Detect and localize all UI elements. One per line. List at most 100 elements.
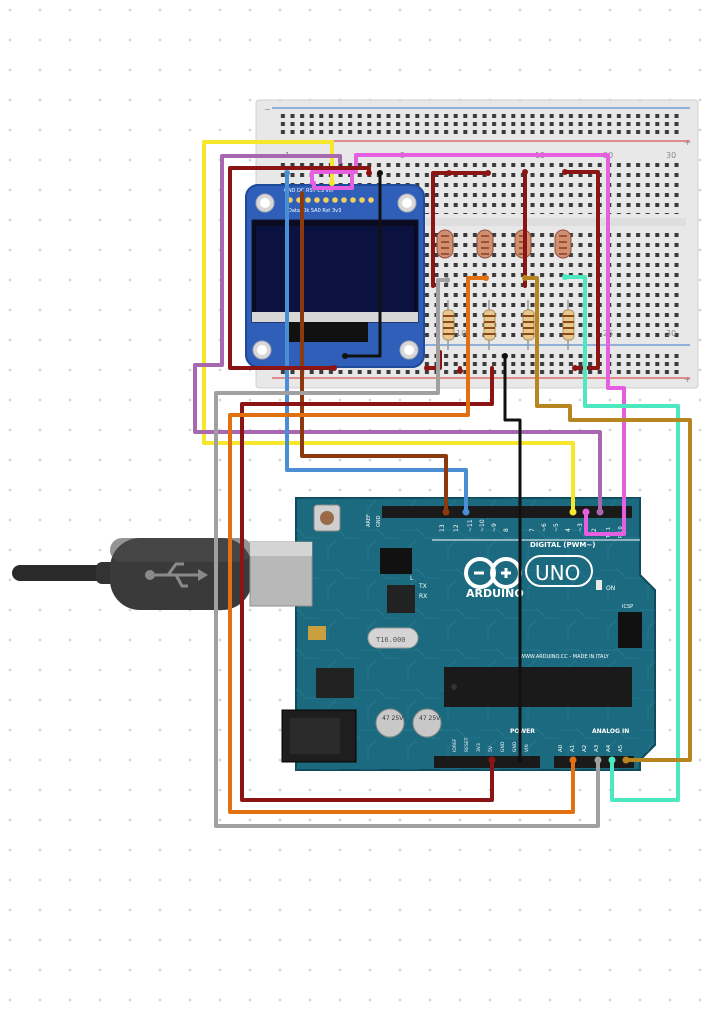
- wire-end: [331, 365, 337, 371]
- header-pin: [350, 197, 356, 203]
- wire-end: [377, 170, 383, 176]
- pin-label: 3V3: [476, 743, 482, 752]
- wire-magenta: [310, 153, 626, 536]
- wire-end: [488, 756, 496, 764]
- pin-label: GND: [500, 741, 506, 752]
- resistor-body: [562, 309, 575, 341]
- wire-end: [284, 170, 290, 176]
- rail-minus-top: −: [264, 105, 271, 114]
- rail-plus-top: +: [684, 138, 691, 147]
- wire-end: [596, 508, 604, 516]
- wire-endpoints: [284, 169, 630, 764]
- wire-end: [342, 353, 348, 359]
- oled-display-module[interactable]: GND DC RST CS Vin Data Clk SA0 Rst 3v3: [245, 184, 425, 368]
- wire-gray: [214, 278, 600, 828]
- reset-button-cap: [320, 511, 334, 525]
- digital-header: [382, 506, 632, 518]
- header-pin: [359, 197, 365, 203]
- wire-end: [517, 757, 523, 763]
- col-num: 30: [666, 329, 676, 338]
- pin-label: 8: [503, 528, 510, 532]
- wire-end: [457, 368, 463, 374]
- wire-end: [485, 170, 491, 176]
- analog-header: [554, 756, 634, 768]
- l-label: L: [410, 575, 414, 582]
- wire-black-gnd: [503, 354, 522, 762]
- resistor-bands: [443, 315, 454, 335]
- wire-end: [462, 508, 470, 516]
- wires: [193, 140, 692, 828]
- resistor: [483, 300, 496, 350]
- logo-plus: [501, 568, 511, 578]
- crystal-label: T16.000: [376, 636, 406, 644]
- mount-hole-center: [402, 198, 412, 208]
- wire-end: [444, 277, 450, 283]
- pin-label: 2: [591, 528, 598, 532]
- power-label: POWER: [510, 728, 535, 735]
- arduino-logo: [464, 557, 522, 589]
- header-pin: [368, 197, 374, 203]
- photoresistor: [436, 229, 454, 259]
- resistor: [562, 300, 575, 350]
- pin-label: A1: [570, 745, 576, 752]
- wire-darkred-oled: [228, 166, 371, 370]
- wire-end: [569, 756, 577, 764]
- resistor-bands: [523, 315, 534, 335]
- pin-label: ~6: [541, 523, 548, 532]
- capacitor: 47 25V: [412, 708, 442, 738]
- capacitor-label: 47 25V: [419, 715, 441, 722]
- wire-end: [572, 365, 578, 371]
- pin-label: A4: [606, 744, 612, 752]
- oled-pin-labels: GND DC RST CS Vin: [284, 188, 333, 194]
- wire-yellow: [202, 140, 575, 514]
- power-pin-labels: IOREF RESET 3V3 5V GND GND VIN: [452, 737, 530, 752]
- wire-teal: [563, 275, 680, 802]
- usb-icon-branch: [174, 574, 188, 588]
- ldr-pattern: [559, 235, 567, 255]
- capacitor-body: [412, 708, 442, 738]
- arduino-uno-board[interactable]: AREF GND 13 12 ~11 ~10 ~9 8 7 ~6 ~5 4 ~3…: [281, 497, 656, 771]
- resistor-bands: [484, 315, 495, 335]
- icsp-label: ICSP: [622, 604, 633, 610]
- usb-cable-cord: [12, 565, 104, 581]
- col-num: 30: [666, 151, 676, 160]
- capacitor: 47 25V: [375, 708, 405, 738]
- header-pin: [332, 197, 338, 203]
- wire-end: [424, 365, 430, 371]
- usb-connector-shine: [250, 542, 312, 556]
- oled-screen-active: [256, 226, 414, 312]
- wire-brown: [300, 191, 448, 514]
- capacitor-label: 47 25V: [382, 715, 404, 722]
- gnd-label: GND: [376, 515, 382, 527]
- website-label: WWW.ARDUINO.CC - MADE IN ITALY: [520, 654, 610, 660]
- pin-label: ~9: [491, 523, 498, 532]
- header-pin: [341, 197, 347, 203]
- pin-label: VIN: [524, 744, 530, 752]
- pin-label: A5: [618, 744, 624, 752]
- resistor: [522, 300, 535, 350]
- wire-end: [522, 169, 528, 175]
- voltage-regulator: [316, 668, 354, 698]
- wire-gold: [523, 276, 692, 762]
- oled-pin-header: [287, 197, 374, 203]
- header-pin: [314, 197, 320, 203]
- wire-end: [562, 274, 568, 280]
- wire-orange-ldr: [228, 276, 575, 814]
- wire-end: [446, 170, 452, 176]
- wire-end: [594, 756, 602, 764]
- mount-hole-center: [404, 345, 414, 355]
- brand-label: ARDUINO: [466, 587, 524, 600]
- wire-magenta-short: [312, 170, 354, 190]
- wire-end: [608, 756, 616, 764]
- oled-screen-edge: [252, 312, 418, 322]
- usb-icon-branch: [166, 562, 184, 576]
- usb-symbol-icon: [145, 562, 208, 588]
- pin-label: 12: [453, 524, 460, 532]
- header-pin: [323, 197, 329, 203]
- photoresistor: [476, 229, 494, 259]
- crystal: [367, 627, 419, 649]
- oled-bottom-labels: Data Clk SA0 Rst 3v3: [288, 208, 341, 214]
- wire-blue: [285, 171, 468, 514]
- wire-end: [483, 275, 489, 281]
- col-num: 10: [456, 329, 466, 338]
